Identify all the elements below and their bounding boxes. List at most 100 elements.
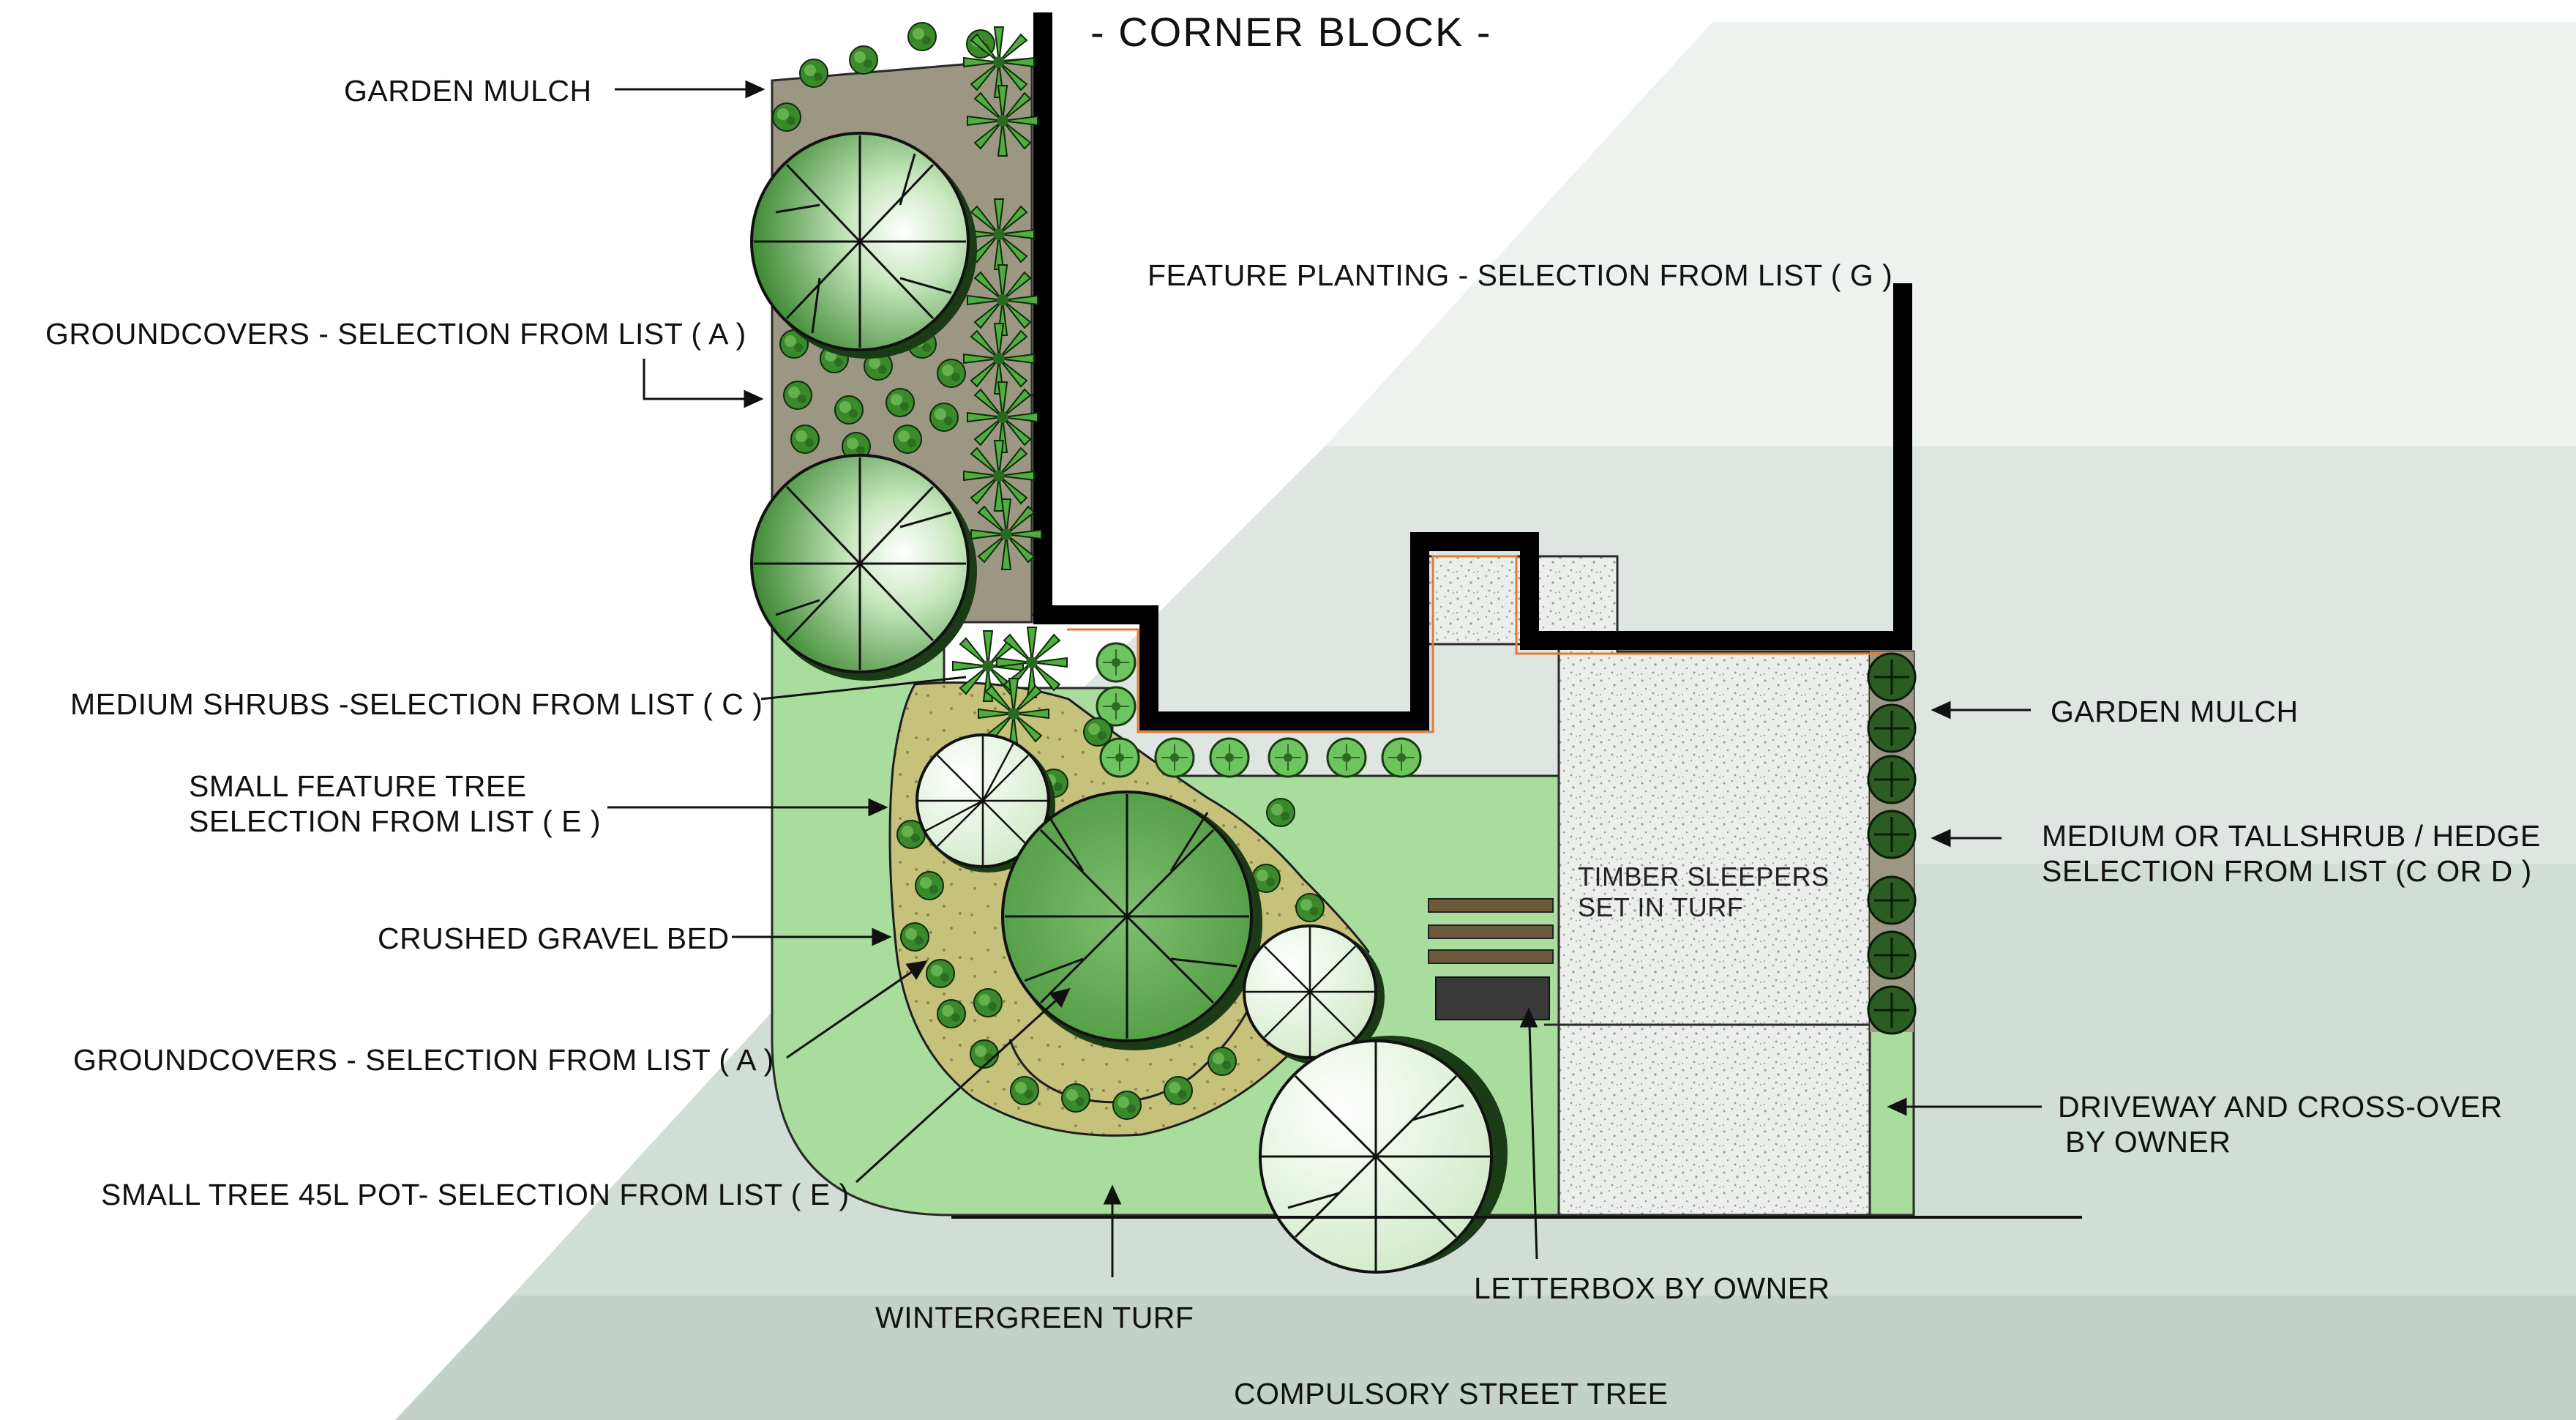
arrowhead: [1049, 987, 1071, 1008]
wall-inner-border: [1067, 555, 1890, 733]
arrow-groundcovers-bottom: [786, 968, 916, 1059]
groundcover-shrub: [893, 425, 922, 454]
label-groundcovers-bottom: GROUNDCOVERS - SELECTION FROM LIST ( A ): [73, 1043, 774, 1077]
label-crushed-gravel: CRUSHED GRAVEL BED: [378, 922, 730, 955]
tree-branches: [1262, 1042, 1490, 1271]
round-shrub: [1326, 737, 1367, 778]
label-timber-sleepers-line1: TIMBER SLEEPERS: [1578, 862, 1830, 892]
groundcover-shrub: [1010, 1076, 1039, 1105]
groundcover-shrub: [937, 359, 966, 388]
groundcover-shrub: [799, 59, 828, 88]
groundcover-shrub: [783, 381, 812, 410]
groundcover-shrub: [926, 959, 955, 988]
label-wintergreen-turf: WINTERGREEN TURF: [875, 1301, 1194, 1334]
feature-tree-large: [1001, 791, 1262, 1050]
arrow-groundcovers-top: [643, 359, 746, 400]
groundcover-shrub: [973, 988, 1003, 1017]
arrowhead: [1103, 1184, 1122, 1205]
label-hedge-line2: SELECTION FROM LIST (C OR D ): [2042, 854, 2532, 888]
bg-band-street: [395, 1296, 2576, 1420]
label-small-feature-tree-line1: SMALL FEATURE TREE: [189, 769, 527, 803]
groundcover-shrub: [1208, 1047, 1237, 1076]
round-shrub: [1099, 737, 1140, 778]
leader-lines: [607, 80, 2042, 1277]
label-medium-shrubs: MEDIUM SHRUBS -SELECTION FROM LIST ( C ): [70, 687, 763, 721]
hedge-shrub: [1867, 985, 1917, 1035]
tree-top-2: [750, 454, 977, 681]
groundcover-shrub: [907, 22, 937, 51]
arrowhead: [872, 927, 892, 946]
gravel-bed-inner-edge: [1008, 987, 1260, 1104]
arrowhead: [1931, 829, 1951, 848]
medium-shrub: [996, 627, 1068, 698]
label-garden-mulch-top: GARDEN MULCH: [344, 74, 592, 108]
timber-sleeper: [1428, 898, 1554, 913]
groundcover-shrub: [772, 102, 801, 132]
round-shrub: [1096, 642, 1137, 683]
groundcover-shrub: [1112, 1091, 1142, 1120]
letterbox: [1435, 976, 1550, 1020]
arrowhead: [1931, 700, 1951, 720]
arrowhead: [905, 960, 928, 980]
groundcover-shrub: [900, 922, 929, 952]
timber-sleeper: [1428, 949, 1554, 964]
hedge-shrub: [1867, 755, 1917, 804]
groundcover-shrub: [1164, 1076, 1193, 1105]
arrow-small-tree-45l: [855, 998, 1059, 1184]
arrow-letterbox: [1528, 1024, 1538, 1260]
round-shrub: [1209, 737, 1250, 778]
tree-branches: [1246, 927, 1374, 1056]
round-shrub: [1154, 737, 1195, 778]
boundary-wall: [1033, 12, 1912, 730]
hedge-shrub: [1867, 810, 1917, 859]
round-shrub: [1381, 737, 1422, 778]
label-letterbox: LETTERBOX BY OWNER: [1474, 1271, 1830, 1305]
hedge-shrub: [1867, 930, 1917, 980]
groundcover-shrub: [1295, 893, 1325, 922]
compulsory-street-tree: [1259, 1036, 1508, 1274]
hedge-shrub: [1867, 652, 1917, 702]
groundcover-shrub: [937, 999, 966, 1028]
label-driveway-line2: BY OWNER: [2065, 1125, 2231, 1159]
tree-branches: [754, 457, 966, 670]
page-title: - CORNER BLOCK -: [1090, 9, 1492, 55]
tree-branches: [918, 736, 1047, 865]
arrowhead: [1887, 1097, 1907, 1116]
tree-top-1: [750, 132, 977, 359]
feature-plant: [970, 498, 1042, 570]
arrowhead: [744, 389, 764, 408]
feature-plant: [967, 85, 1038, 157]
bg-band-top: [1325, 22, 2576, 446]
groundcover-shrub: [1266, 798, 1295, 827]
label-compulsory-street-tree: COMPULSORY STREET TREE: [1234, 1377, 1669, 1410]
small-tree-right: [1243, 924, 1385, 1064]
label-timber-sleepers-line2: SET IN TURF: [1578, 892, 1744, 922]
feature-plant: [963, 440, 1035, 512]
groundcover-shrub: [970, 1039, 999, 1069]
groundcover-shrub: [834, 395, 864, 425]
arrowhead: [868, 798, 888, 817]
tree-branches: [754, 135, 966, 348]
groundcover-shrub: [1083, 717, 1112, 747]
arrowhead: [1519, 1007, 1538, 1028]
groundcover-shrub: [1061, 1083, 1090, 1113]
groundcover-shrub: [915, 871, 944, 900]
label-hedge-line1: MEDIUM OR TALLSHRUB / HEDGE: [2042, 819, 2541, 853]
label-small-tree-45l: SMALL TREE 45L POT- SELECTION FROM LIST …: [101, 1178, 850, 1211]
round-shrub: [1268, 737, 1308, 778]
hedge-shrub: [1867, 875, 1917, 925]
hedge-shrub: [1867, 703, 1917, 753]
groundcover-shrub: [790, 425, 820, 454]
small-feature-tree: [916, 733, 1055, 872]
timber-sleeper: [1428, 924, 1554, 939]
groundcover-shrub: [886, 388, 915, 417]
label-driveway-line1: DRIVEWAY AND CROSS-OVER: [2058, 1090, 2503, 1124]
label-garden-mulch-right: GARDEN MULCH: [2051, 695, 2299, 728]
arrowhead: [745, 80, 765, 99]
groundcover-shrub: [849, 45, 878, 75]
tree-branches: [1005, 794, 1249, 1039]
label-small-feature-tree-line2: SELECTION FROM LIST ( E ): [189, 804, 602, 838]
label-feature-planting: FEATURE PLANTING - SELECTION FROM LIST (…: [1147, 258, 1893, 292]
label-groundcovers-top: GROUNDCOVERS - SELECTION FROM LIST ( A ): [45, 317, 746, 351]
